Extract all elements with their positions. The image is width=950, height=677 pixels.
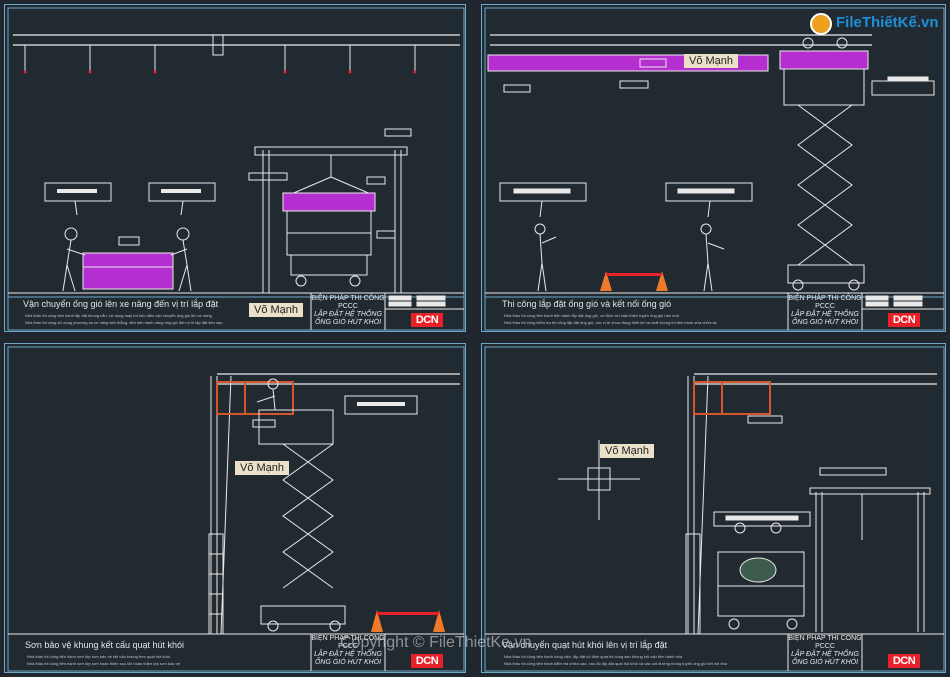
drawing-panel-4: Vận chuyển quạt hút khói lên vị trí lắp … — [481, 343, 946, 673]
logo-text: FileThiếtKế.vn — [836, 14, 939, 31]
panel-note: Nhà thầu thi công tiến hành sơn lớp sơn … — [27, 654, 170, 659]
title-line: PCCC — [815, 303, 835, 310]
scissor-lift — [256, 378, 346, 632]
title-block: BIỆN PHÁP THI CÔNG PCCC LẮP ĐẶT HỆ THỐNG… — [788, 295, 862, 327]
title-line: BIỆN PHÁP THI CÔNG — [788, 295, 862, 302]
dcn-logo: DCN — [888, 654, 920, 668]
panel-note: Nhà thầu thi công tiến hành tiến hành lắ… — [504, 313, 679, 318]
installed-duct — [487, 50, 869, 72]
title-line: LẮP ĐẶT HỆ THỐNG — [314, 651, 382, 658]
panel-note: Nhà thầu thi công kiểm tra thi công lắp … — [504, 320, 717, 325]
title-line: BIỆN PHÁP THI CÔNG — [788, 635, 862, 642]
drawing-panel-3: Sơn bảo vệ khung kết cấu quạt hút khói N… — [4, 343, 466, 673]
title-line: ỐNG GIÓ HÚT KHÓI — [791, 319, 859, 326]
drawing-canvas — [7, 7, 465, 331]
title-block: BIỆN PHÁP THI CÔNG PCCC LẮP ĐẶT HỆ THỐNG… — [788, 635, 862, 667]
dcn-logo: DCN — [888, 313, 920, 327]
author-tag: Võ Mạnh — [600, 444, 655, 458]
title-line: PCCC — [338, 303, 358, 310]
title-line: PCCC — [338, 643, 358, 650]
traffic-cones — [371, 610, 445, 632]
title-line: PCCC — [815, 643, 835, 650]
workers-carrying-duct — [62, 227, 192, 292]
title-block-frame — [310, 293, 464, 330]
panel-note: Nhà thầu thi công tiến hành sơn lớp sơn … — [27, 661, 180, 666]
title-line: BIỆN PHÁP THI CÔNG — [311, 295, 385, 302]
fan-frame — [216, 381, 294, 415]
drawing-canvas — [7, 346, 465, 672]
scissor-lift-with-fan — [713, 511, 811, 630]
gantry-crane — [809, 487, 931, 632]
panel-note: Nhà thầu thi công tiến hành công việc, l… — [504, 654, 683, 659]
panel-note: Nhà thầu thi công tiến hành kiểm tra chi… — [504, 661, 728, 666]
title-line: LẮP ĐẶT HỆ THỐNG — [791, 651, 859, 658]
dcn-logo: DCN — [411, 313, 443, 327]
author-tag: Võ Mạnh — [249, 303, 304, 317]
panel-caption: Sơn bảo vệ khung kết cấu quạt hút khói — [25, 640, 185, 650]
title-line: BIỆN PHÁP THI CÔNG — [311, 635, 385, 642]
copyright-watermark: Copyright © FileThietKe.vn — [340, 634, 532, 651]
title-line: LẮP ĐẶT HỆ THỐNG — [791, 311, 859, 318]
panel-note: Nhà thầu thi công tiến hành lắp đặt khun… — [25, 313, 212, 318]
title-line: LẮP ĐẶT HỆ THỐNG — [314, 311, 382, 318]
drawing-canvas — [484, 346, 945, 672]
brick-column — [208, 375, 232, 635]
title-line: ỐNG GIÓ HÚT KHÓI — [791, 659, 859, 666]
scissor-lift — [783, 37, 865, 291]
scissor-lift — [282, 192, 376, 287]
dcn-logo: DCN — [411, 654, 443, 668]
ceiling-pipe — [13, 34, 460, 46]
drawing-panel-1: Vận chuyển ống gió lên xe nâng đến vị tr… — [4, 4, 466, 332]
title-line: ỐNG GIÓ HÚT KHÓI — [314, 319, 382, 326]
title-block: BIỆN PHÁP THI CÔNG PCCC LẮP ĐẶT HỆ THỐNG… — [311, 635, 385, 667]
gantry-crane — [254, 146, 408, 293]
drawing-panel-2: Thi công lắp đặt ống gió và kết nối ống … — [481, 4, 946, 332]
author-tag: Võ Mạnh — [684, 54, 739, 68]
panel-caption: Thi công lắp đặt ống gió và kết nối ống … — [502, 299, 672, 309]
traffic-cones — [600, 271, 668, 291]
panel-note: Nhà thầu thi công sử dụng phương án xe n… — [25, 320, 223, 325]
title-line: ỐNG GIÓ HÚT KHÓI — [314, 659, 382, 666]
author-tag: Võ Mạnh — [235, 461, 290, 475]
crosshair-cursor — [558, 440, 640, 520]
panel-caption: Vận chuyển ống gió lên xe nâng đến vị tr… — [23, 299, 219, 309]
worker-figures — [534, 223, 725, 292]
title-block: BIỆN PHÁP THI CÔNG PCCC LẮP ĐẶT HỆ THỐNG… — [311, 295, 385, 327]
panel-caption: Vận chuyển quạt hút khói lên vị trí lắp … — [502, 640, 668, 650]
logo-ball-icon — [810, 13, 832, 35]
site-logo[interactable]: FileThiếtKế.vn — [810, 12, 939, 38]
